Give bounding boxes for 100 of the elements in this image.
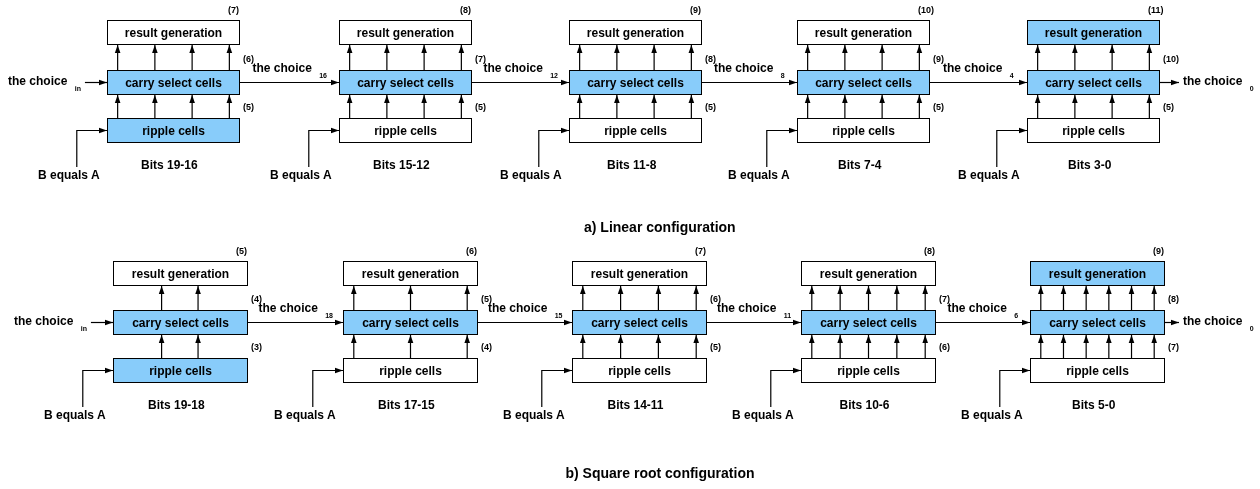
- arrow: [1109, 94, 1115, 119]
- result-generation-box: result generation: [113, 261, 248, 286]
- arrow: [1083, 334, 1089, 359]
- ripple-cells-box: ripple cells: [569, 118, 702, 143]
- arrow: [538, 127, 570, 168]
- arrow: [655, 285, 662, 311]
- ripple-cells-box: ripple cells: [1030, 358, 1165, 383]
- result-generation-box: result generation: [801, 261, 936, 286]
- output-signal-label: the choice $_{0}$: [1183, 74, 1254, 96]
- arrow: [894, 285, 900, 311]
- carry-select-box: carry select cells: [343, 310, 478, 335]
- delay-label: (5): [710, 342, 721, 352]
- arrow: [580, 334, 586, 359]
- bit-range-label: Bits 15-12: [373, 158, 430, 172]
- input-signal-label: B equals A: [728, 168, 790, 182]
- arrow: [1164, 319, 1180, 326]
- arrow: [1151, 285, 1157, 311]
- arrow: [865, 334, 872, 359]
- ripple-cells-box: ripple cells: [797, 118, 930, 143]
- result-generation-box: result generation: [1027, 20, 1160, 45]
- result-generation-box: result generation: [343, 261, 478, 286]
- arrow: [706, 319, 802, 326]
- result-generation-box: result generation: [569, 20, 702, 45]
- arrow: [929, 79, 1028, 86]
- arrow: [346, 44, 353, 71]
- arrow: [541, 367, 573, 408]
- arrow: [1072, 44, 1078, 71]
- arrow: [421, 94, 427, 119]
- bit-range-label: Bits 11-8: [607, 158, 657, 172]
- bit-range-label: Bits 14-11: [607, 398, 664, 412]
- carry-select-box: carry select cells: [113, 310, 248, 335]
- arrow: [1038, 334, 1044, 359]
- carry-select-box: carry select cells: [1030, 310, 1165, 335]
- arrow: [114, 94, 121, 119]
- arrow: [384, 44, 390, 71]
- bit-range-label: Bits 7-4: [838, 158, 882, 172]
- arrow: [464, 334, 470, 359]
- result-generation-box: result generation: [339, 20, 472, 45]
- input-signal-label: the choice $_{in}$: [14, 314, 87, 336]
- arrow: [421, 44, 427, 71]
- delay-label: (8): [705, 54, 716, 64]
- carry-select-box: carry select cells: [572, 310, 707, 335]
- arrow: [999, 367, 1031, 408]
- carry-select-box: carry select cells: [569, 70, 702, 95]
- arrow: [1060, 334, 1067, 359]
- arrow: [614, 44, 620, 71]
- arrow: [837, 334, 843, 359]
- arrow: [1060, 285, 1067, 311]
- bit-range-label: Bits 17-15: [378, 398, 435, 412]
- arrow: [894, 334, 900, 359]
- delay-label: (5): [1163, 102, 1174, 112]
- arrow: [701, 79, 798, 86]
- ripple-cells-box: ripple cells: [343, 358, 478, 383]
- arrow: [809, 285, 815, 311]
- arrow: [655, 334, 662, 359]
- input-signal-label: B equals A: [503, 408, 565, 422]
- delay-label: (6): [710, 294, 721, 304]
- input-signal-label: the choice $_{in}$: [8, 74, 81, 96]
- arrow: [688, 44, 695, 71]
- arrow: [617, 334, 624, 359]
- arrow: [576, 94, 583, 119]
- input-signal-label: B equals A: [270, 168, 332, 182]
- bit-range-label: Bits 19-16: [141, 158, 198, 172]
- arrow: [458, 44, 465, 71]
- arrow: [1034, 44, 1041, 71]
- delay-label: (10): [918, 5, 934, 15]
- arrow: [879, 44, 885, 71]
- arrow: [580, 285, 586, 311]
- arrow: [226, 94, 233, 119]
- arrow: [935, 319, 1031, 326]
- arrow: [351, 285, 357, 311]
- delay-label: (8): [1168, 294, 1179, 304]
- delay-label: (4): [481, 342, 492, 352]
- arrow: [189, 44, 195, 71]
- carry-select-box: carry select cells: [1027, 70, 1160, 95]
- arrow: [226, 44, 233, 71]
- arrow: [865, 285, 872, 311]
- input-signal-label: B equals A: [732, 408, 794, 422]
- delay-label: (5): [475, 102, 486, 112]
- delay-label: (5): [705, 102, 716, 112]
- arrow: [158, 334, 165, 359]
- arrow: [837, 285, 843, 311]
- arrow: [1106, 334, 1112, 359]
- arrow: [922, 334, 928, 359]
- arrow: [195, 285, 201, 311]
- carry-select-box: carry select cells: [107, 70, 240, 95]
- delay-label: (7): [1168, 342, 1179, 352]
- arrow: [576, 44, 583, 71]
- arrow: [688, 94, 695, 119]
- arrow: [384, 94, 390, 119]
- arrow: [1146, 44, 1153, 71]
- delay-label: (7): [939, 294, 950, 304]
- arrow: [1034, 94, 1041, 119]
- ripple-cells-box: ripple cells: [107, 118, 240, 143]
- carry-select-box: carry select cells: [339, 70, 472, 95]
- arrow: [458, 94, 465, 119]
- input-signal-label: B equals A: [961, 408, 1023, 422]
- arrow: [842, 94, 848, 119]
- delay-label: (6): [243, 54, 254, 64]
- arrow: [1083, 285, 1089, 311]
